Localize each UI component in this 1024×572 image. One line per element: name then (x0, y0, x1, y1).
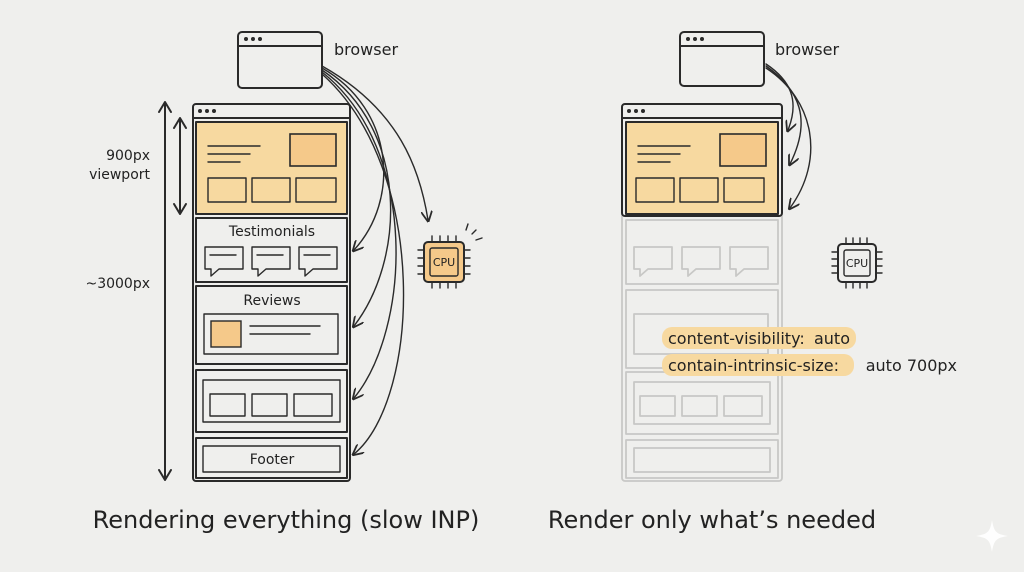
browser-window-icon (679, 31, 765, 87)
code-line2-property: contain-intrinsic-size: (668, 356, 839, 375)
css-code-snippet: content-visibility: auto contain-intrins… (662, 327, 957, 376)
browser-label: browser (334, 40, 398, 59)
viewport-label: viewport (89, 167, 150, 183)
testimonials-section: Testimonials (195, 217, 348, 283)
left-caption: Rendering everything (slow INP) (93, 506, 480, 534)
cpu-label-left: CPU (433, 256, 455, 269)
cards-section (195, 369, 348, 433)
sparkle-icon (976, 520, 1008, 552)
long-page-frame (192, 103, 351, 482)
skipped-sections (625, 219, 779, 479)
cpu-chip-icon: CPU (417, 223, 483, 289)
left-panel: browser 900px viewport ~3000px (85, 31, 483, 534)
footer-section: Footer (195, 437, 348, 479)
hero-section (625, 121, 779, 215)
render-arrows (765, 63, 812, 208)
cpu-label-right: CPU (846, 257, 868, 270)
cpu-chip-icon: CPU (831, 237, 883, 289)
reviews-section: Reviews (195, 285, 348, 365)
browser-label: browser (775, 40, 839, 59)
viewport-height-arrow (173, 117, 187, 215)
code-line1-value: auto (814, 329, 850, 348)
page-height-label: ~3000px (85, 276, 150, 292)
reviews-title: Reviews (243, 293, 300, 309)
viewport-size-label: 900px (106, 148, 150, 164)
testimonials-title: Testimonials (228, 224, 315, 240)
hero-section (195, 121, 348, 215)
code-line2-value: auto 700px (866, 356, 957, 375)
code-line1-property: content-visibility: (668, 329, 805, 348)
render-arrows (321, 65, 428, 454)
footer-title: Footer (250, 452, 295, 468)
right-panel: browser (548, 31, 957, 534)
page-height-arrow (158, 101, 172, 481)
right-caption: Render only what’s needed (548, 506, 876, 534)
browser-window-icon (237, 31, 323, 89)
long-page-frame (621, 103, 783, 482)
